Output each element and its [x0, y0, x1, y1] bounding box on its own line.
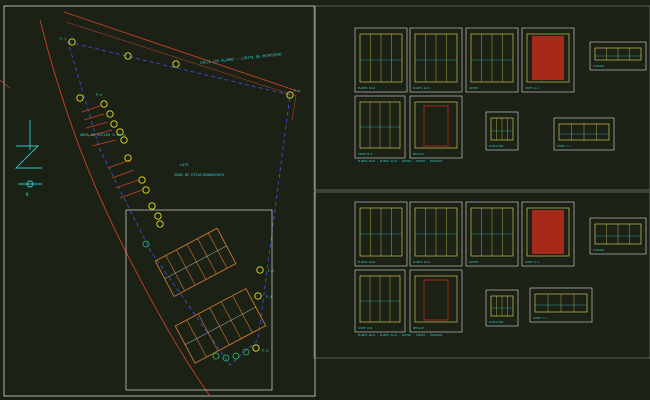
sheet-label: ELEVACION	[489, 320, 503, 324]
sheet-fill-area	[423, 105, 449, 147]
sheet-border	[409, 269, 463, 333]
drawing-sheet[interactable]: CORTE A-A	[521, 27, 575, 93]
sheet-group-2	[313, 191, 650, 359]
sheet-border	[589, 41, 647, 71]
sheet-label: PLANTA BAJA	[358, 260, 376, 264]
site-center-label-1: LOTE	[180, 163, 189, 167]
sheet-group-1	[313, 5, 650, 191]
sheets-layer: PLANTA BAJA PLANTA ALTA AZOTEA CORTE A-A FAC…	[354, 27, 647, 337]
sheet-label: CORTE C-C	[533, 316, 547, 320]
sheet-fill-area	[532, 210, 564, 254]
drawing-sheet[interactable]: AZOTEA	[465, 27, 519, 93]
sheet-border	[485, 289, 519, 327]
site-middle-label: AREA DE RETIRO 5.00 m	[80, 133, 125, 137]
parking-stripes	[81, 105, 143, 199]
drawing-sheet[interactable]: CORTE B-B	[354, 269, 406, 333]
drawing-sheet[interactable]: ELEVACION	[485, 111, 519, 151]
drawing-sheet[interactable]: CORTE B-B	[354, 95, 406, 159]
sheet-label: PLANTA ALTA	[413, 260, 431, 264]
sheet-label: CORTE A-A	[525, 86, 539, 90]
road-edge-left	[39, 19, 211, 397]
sheet-label: AZOTEA	[469, 260, 479, 264]
drawing-sheet[interactable]: AZOTEA	[465, 201, 519, 267]
sheet-border	[354, 95, 406, 159]
road-edge-inner	[65, 21, 297, 121]
sheet-border	[589, 217, 647, 255]
sheet-label: ELEVACION	[489, 144, 503, 148]
sheet-label: AZOTEA	[469, 86, 479, 90]
sheet-plan-outline	[526, 33, 570, 83]
sheet-label: DETALLE	[413, 152, 424, 156]
trees	[142, 240, 250, 362]
sheet-label: CORTE B-B	[358, 326, 372, 330]
north-arrow-icon	[14, 120, 42, 188]
sheet-border	[521, 201, 575, 267]
point-label: P-3	[268, 269, 274, 273]
sheet-border	[409, 27, 463, 93]
sheet-border	[354, 27, 408, 93]
sheet-label: FACHADA	[593, 64, 604, 68]
point-label: P-5	[262, 349, 268, 353]
sheet-plan-outline	[414, 275, 458, 323]
site-top-label: CALLE LOS ALAMOS — LIMITE DE PROPIEDAD	[200, 52, 282, 65]
drawing-sheet[interactable]: ELEVACION	[485, 289, 519, 327]
sheet-border	[465, 27, 519, 93]
drawing-sheet[interactable]: CORTE C-C	[553, 117, 615, 151]
sheet-plan-outline	[526, 207, 570, 257]
sheet-border	[485, 111, 519, 151]
point-label: P-4	[266, 295, 272, 299]
sheet-label: CORTE C-C	[557, 144, 571, 148]
drawing-sheet[interactable]: DETALLE	[409, 269, 463, 333]
sheet-border	[465, 201, 519, 267]
site-plan-frame	[3, 5, 316, 397]
sheet-plan-outline	[414, 101, 458, 149]
sheet-border	[409, 201, 463, 267]
drawing-sheet[interactable]: PLANTA ALTA	[409, 27, 463, 93]
site-boundary-left	[0, 79, 11, 89]
building-block-lower	[174, 287, 267, 364]
sheet-label: CORTE A-A	[525, 260, 539, 264]
drawing-sheet[interactable]: FACHADA	[589, 217, 647, 255]
point-label: P-1	[60, 37, 66, 41]
sheet-border	[529, 287, 593, 323]
sheet-border	[521, 27, 575, 93]
drawing-sheet[interactable]: DETALLE	[409, 95, 463, 159]
sheet-group-caption: PLANTA BAJA · PLANTA ALTA · AZOTEA · COR…	[358, 159, 443, 163]
sheet-group-caption: PLANTA BAJA · PLANTA ALTA · AZOTEA · COR…	[358, 333, 443, 337]
road-edge-right	[63, 11, 301, 93]
building-zone-frame	[125, 209, 273, 391]
drawing-sheet[interactable]: CORTE C-C	[529, 287, 593, 323]
sheet-border	[354, 269, 406, 333]
sheet-label: DETALLE	[413, 326, 424, 330]
sheet-label: FACHADA	[593, 248, 604, 252]
building-block-upper	[154, 227, 237, 298]
site-center-label-2: ZONA DE ESTACIONAMIENTO	[174, 173, 224, 177]
point-label: P-6	[96, 93, 102, 97]
sheet-group-frame	[313, 191, 650, 359]
point-label: P-2	[294, 89, 300, 93]
north-arrow-label: N	[26, 192, 29, 197]
sheet-label: PLANTA ALTA	[413, 86, 431, 90]
drawing-sheet[interactable]: CORTE A-A	[521, 201, 575, 267]
sheet-fill-area	[532, 36, 564, 80]
sheet-border	[409, 95, 463, 159]
drawing-sheet[interactable]: PLANTA BAJA	[354, 201, 408, 267]
sheet-border	[553, 117, 615, 151]
site-plan: CALLE LOS ALAMOS — LIMITE DE PROPIEDAD A…	[0, 5, 316, 397]
sheet-group-frame	[313, 5, 650, 191]
sheet-label: PLANTA BAJA	[358, 86, 376, 90]
drawing-sheet[interactable]: FACHADA	[589, 41, 647, 71]
survey-markers	[68, 38, 294, 352]
sheet-fill-area	[423, 279, 449, 321]
sheet-border	[354, 201, 408, 267]
sheet-label: CORTE B-B	[358, 152, 372, 156]
drawing-sheet[interactable]: PLANTA ALTA	[409, 201, 463, 267]
drawing-sheet[interactable]: PLANTA BAJA	[354, 27, 408, 93]
setback-line	[67, 41, 291, 366]
